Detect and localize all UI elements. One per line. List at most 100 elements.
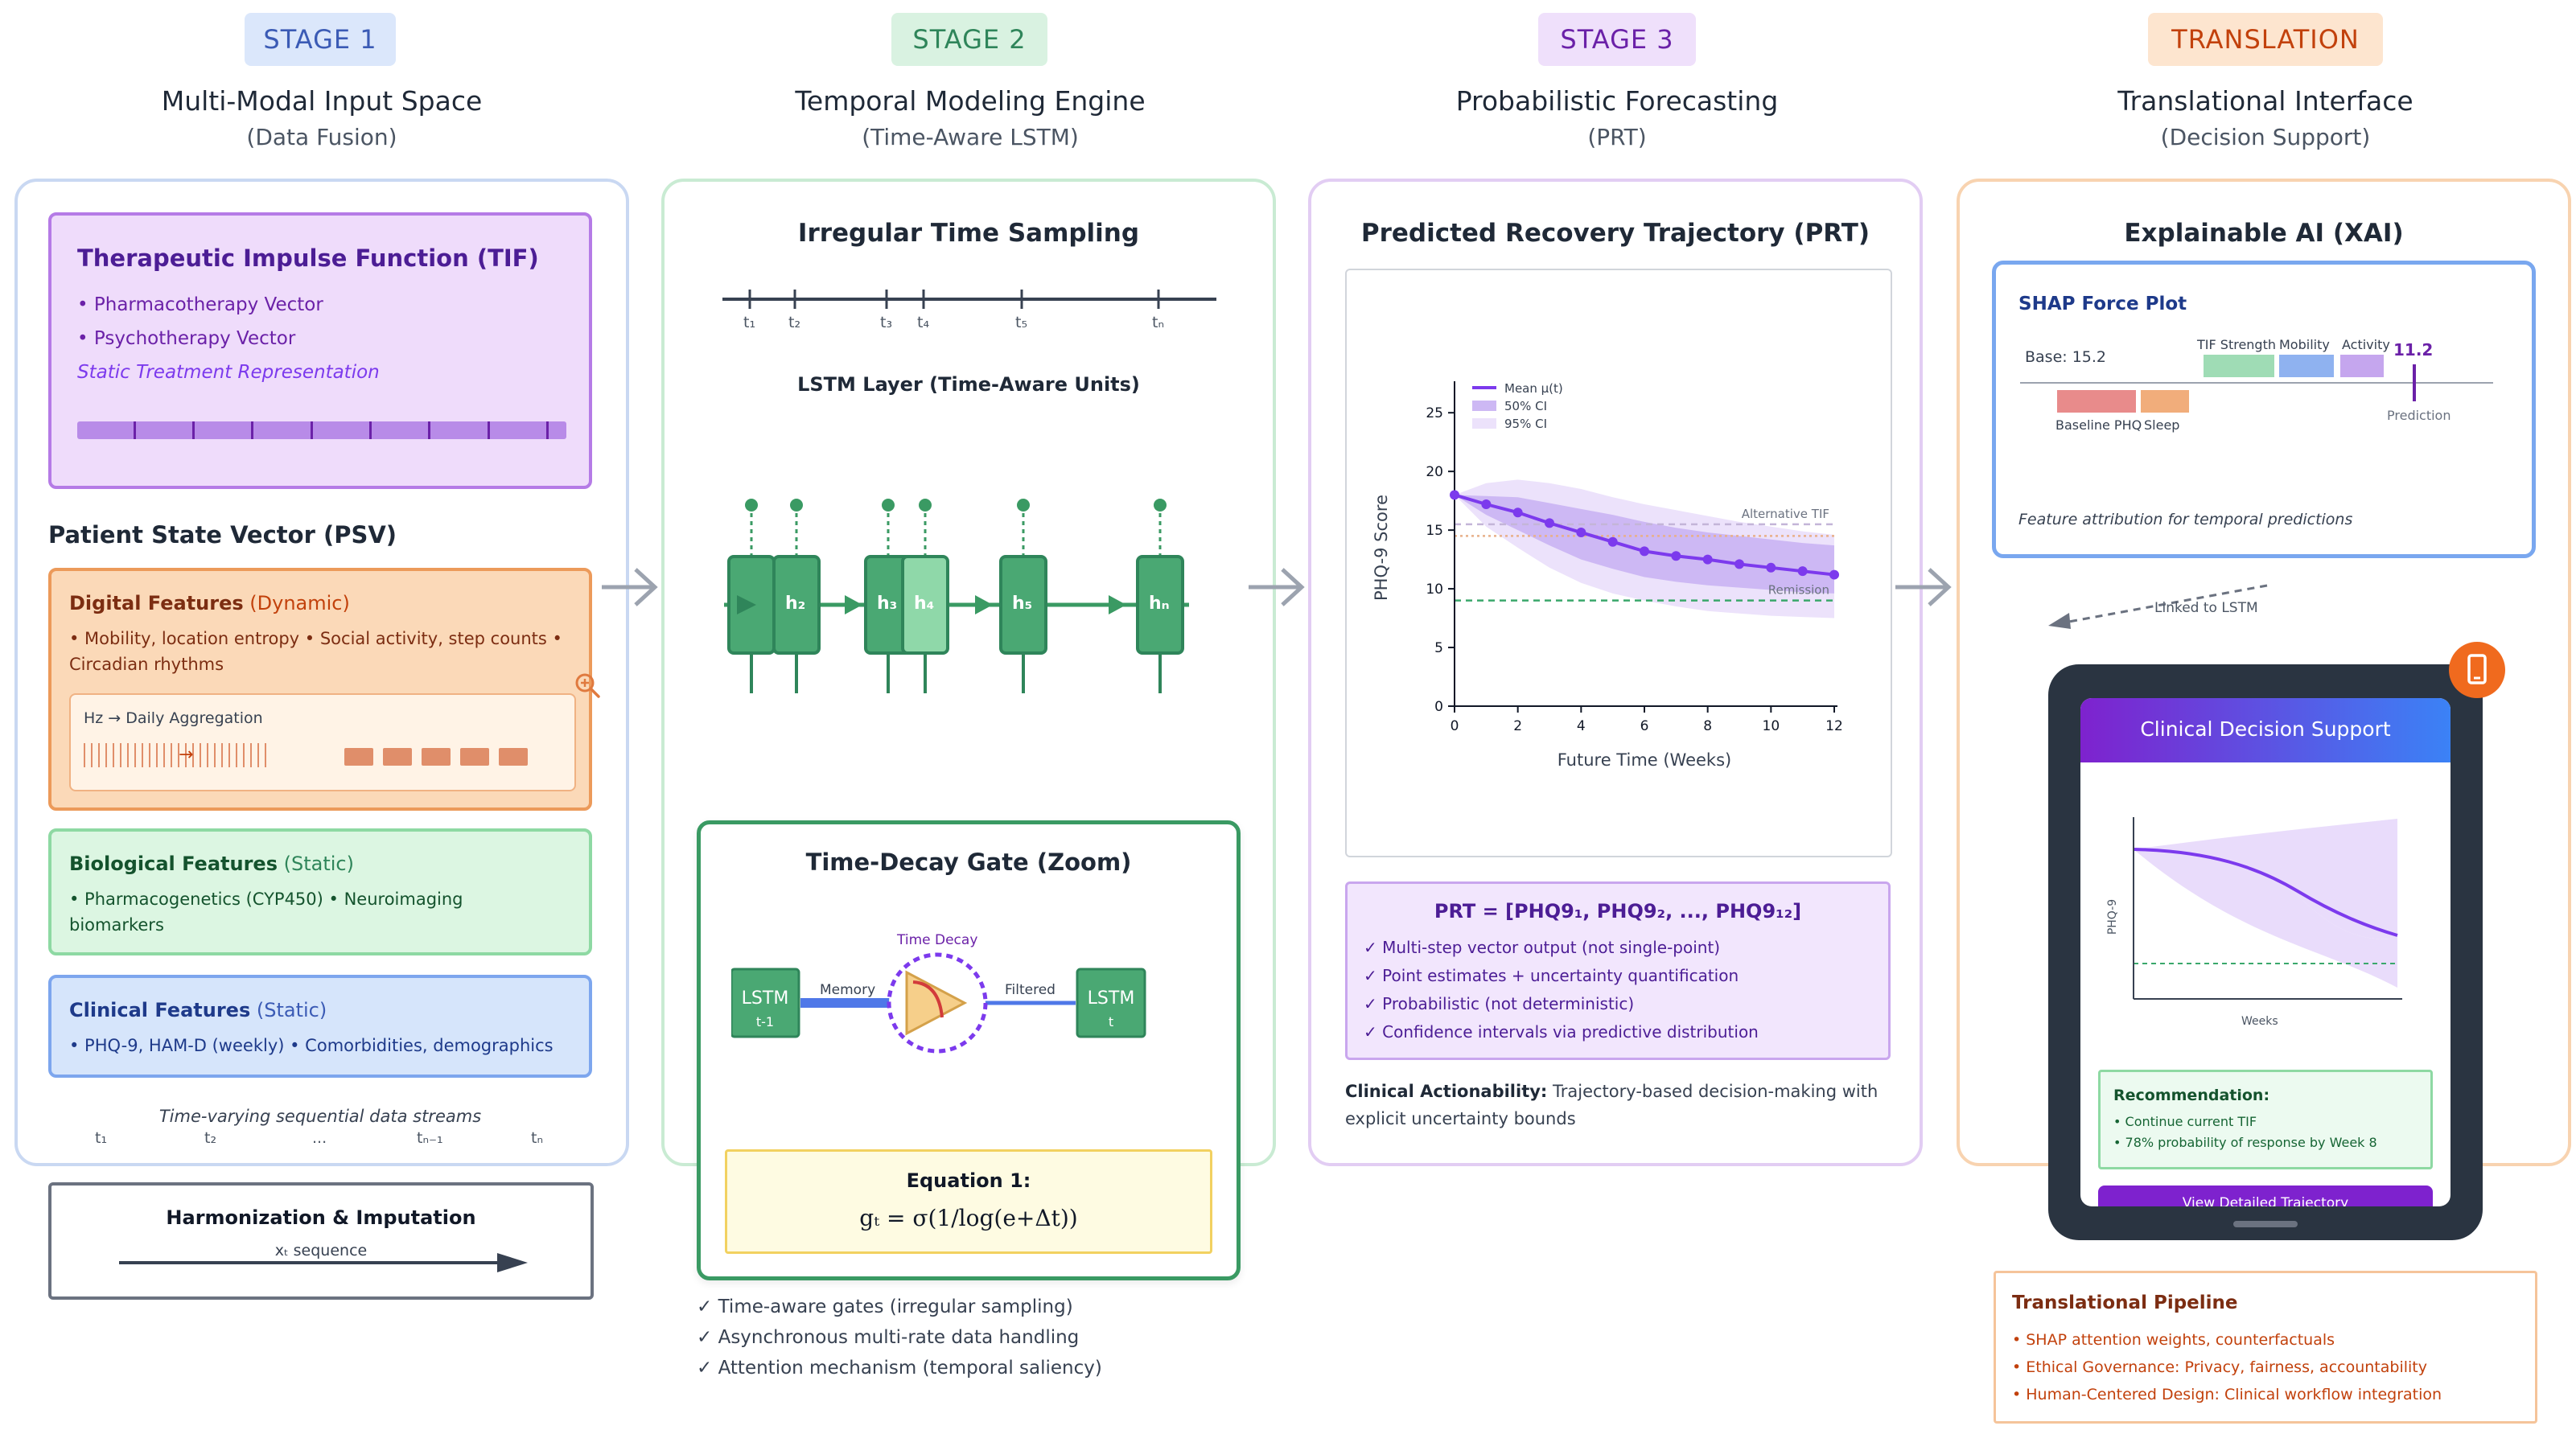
digital-features-box: Digital Features (Dynamic) • Mobility, l… [48,568,592,811]
time-tick-label: t₅ [1015,314,1028,331]
stage2-check-list: ✓ Time-aware gates (irregular sampling) … [697,1292,1102,1383]
view-trajectory-button[interactable]: View Detailed Trajectory [2098,1186,2433,1206]
prt-check-item: ✓ Confidence intervals via predictive di… [1364,1022,1759,1042]
impulse-marker [488,421,490,439]
translation-subtitle: (Decision Support) [2160,124,2371,150]
shap-bar-tif-strength [2204,355,2274,377]
x-tick-label: 4 [1577,718,1586,734]
clinical-title-text: Clinical Features [69,999,251,1021]
prt-equation: PRT = [PHQ9₁, PHQ9₂, ..., PHQ9₁₂] [1434,900,1802,923]
tif-box: Therapeutic Impulse Function (TIF) • Pha… [48,212,592,489]
stage1-subtitle: (Data Fusion) [246,124,397,150]
equation-formula: gₜ = σ(1/log(e+Δt)) [859,1205,1078,1231]
reference-line-label: Alternative TIF [1742,507,1829,521]
mobile-device-icon[interactable] [2449,642,2505,698]
recommendation-title: Recommendation: [2113,1087,2270,1104]
gate-title: Time-Decay Gate (Zoom) [805,849,1132,876]
digital-title-text: Digital Features [69,592,244,614]
x-axis-label: Future Time (Weeks) [1558,750,1731,770]
y-tick-label: 0 [1434,699,1443,715]
impulse-marker [369,421,372,439]
streams-caption: Time-varying sequential data streams [158,1107,482,1126]
tif-title: Therapeutic Impulse Function (TIF) [77,244,539,272]
mean-point [1512,507,1523,518]
y-tick-label: 25 [1426,405,1443,421]
tif-item-pharmaco: • Pharmacotherapy Vector [77,294,323,315]
aggregation-arrow-icon: → [179,745,194,765]
clinical-features-box: Clinical Features (Static) • PHQ-9, HAM-… [48,975,592,1078]
y-axis-label: PHQ-9 Score [1372,495,1391,601]
lstm-layer-title: LSTM Layer (Time-Aware Units) [797,373,1140,396]
stage1-badge: STAGE 1 [245,13,396,66]
stage3-title: Probabilistic Forecasting [1455,85,1779,117]
biological-features-box: Biological Features (Static) • Pharmacog… [48,828,592,955]
lstm-cell-label: h₂ [785,594,806,614]
recommendation-item: • 78% probability of response by Week 8 [2113,1135,2377,1150]
translation-badge: TRANSLATION [2148,13,2383,66]
stage2-subtitle: (Time-Aware LSTM) [862,124,1079,150]
prt-check-item: ✓ Probabilistic (not deterministic) [1364,994,1635,1013]
clinical-title: Clinical Features (Static) [69,999,327,1021]
gate-right-cell-label: LSTM [1087,988,1135,1009]
time-decay-label: Time Decay [897,932,978,948]
mean-point [1576,528,1586,538]
shap-box: SHAP Force Plot Base: 15.2 TIF Strength … [1992,261,2536,558]
y-tick-label: 5 [1434,640,1443,656]
tif-item-psycho: • Psychotherapy Vector [77,328,296,349]
legend-label: 95% CI [1504,417,1547,431]
zoom-icon[interactable] [573,671,602,700]
impulse-marker [134,421,136,439]
tablet-chart [2080,698,2450,1039]
stage2-title: Temporal Modeling Engine [795,85,1146,117]
mean-point [1545,518,1554,528]
flow-arrow-icon [1247,563,1307,614]
impulse-marker [428,421,430,439]
sampling-title: Irregular Time Sampling [797,219,1140,248]
shap-title: SHAP Force Plot [2018,294,2187,314]
stream-tick: tₙ₋₁ [417,1129,443,1147]
clinical-items: • PHQ-9, HAM-D (weekly) • Comorbidities,… [69,1036,553,1055]
recommendation-item: • Continue current TIF [2113,1114,2257,1129]
legend-label: 50% CI [1504,399,1547,413]
actionability-text-cont: explicit uncertainty bounds [1345,1109,1576,1128]
shap-bar-sleep [2141,390,2189,413]
mean-point [1797,566,1808,577]
legend-label: Mean μ(t) [1504,381,1563,396]
shap-caption: Feature attribution for temporal predict… [2018,511,2353,528]
tablet-screen: Clinical Decision Support PHQ-9 Weeks Re… [2080,698,2450,1206]
x-tick-label: 8 [1703,718,1712,734]
time-tick-label: t₄ [917,314,930,331]
check-item: ✓ Asynchronous multi-rate data handling [697,1327,1080,1348]
mean-point [1450,490,1459,500]
daily-bin [422,748,451,766]
reference-line-label: Remission [1768,583,1829,598]
prt-summary-box: PRT = [PHQ9₁, PHQ9₂, ..., PHQ9₁₂] ✓ Mult… [1345,881,1891,1060]
lstm-cell-label: h₅ [1012,594,1033,614]
aggregation-label: Hz → Daily Aggregation [84,709,263,727]
check-item: ✓ Attention mechanism (temporal saliency… [697,1358,1102,1379]
legend-swatch-ci50 [1472,401,1496,411]
shap-bar-baseline-phq [2057,390,2136,413]
gate-left-cell-sub: t-1 [755,1014,775,1029]
x-tick-label: 10 [1763,718,1780,734]
harmonization-title: Harmonization & Imputation [166,1206,476,1229]
mean-point [1829,569,1839,580]
lstm-chain [716,483,1199,711]
shap-prediction-marker [2413,364,2416,401]
shap-base: Base: 15.2 [2025,348,2107,366]
biological-title: Biological Features (Static) [69,853,354,875]
pipeline-box: Translational Pipeline • SHAP attention … [1994,1271,2537,1424]
gate-diagram [730,929,1214,1077]
biological-items: • Pharmacogenetics (CYP450) • Neuroimagi… [69,890,463,909]
digital-tag: (Dynamic) [249,592,350,614]
clinical-tag: (Static) [256,999,327,1021]
biological-items-cont: biomarkers [69,915,164,935]
mean-point [1640,546,1649,557]
mean-point [1702,554,1713,565]
harmonization-box: Harmonization & Imputation xₜ sequence [48,1182,594,1300]
shap-prediction-value: 11.2 [2393,340,2434,360]
shap-label-mobility: Mobility [2279,337,2330,352]
time-tick-label: tₙ [1152,314,1165,331]
mean-point [1766,562,1776,573]
